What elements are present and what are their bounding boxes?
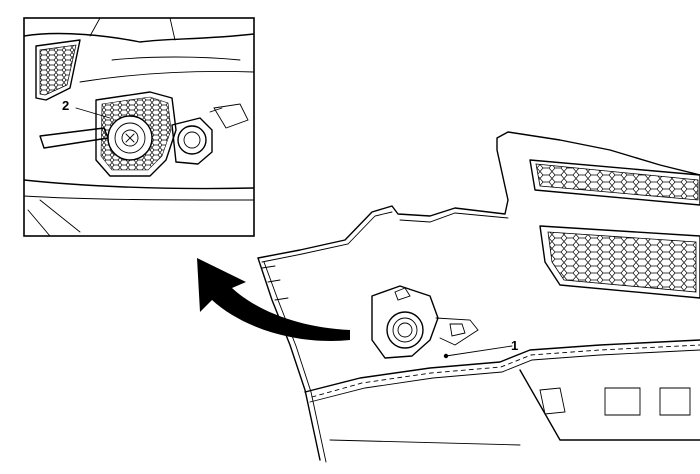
- curved-arrow: [197, 258, 350, 341]
- detail-inset: 2: [23, 17, 255, 237]
- callout-1: 1: [443, 338, 518, 359]
- fog-lamp-bezel-detail: [95, 91, 177, 177]
- callout-label-1: 1: [511, 338, 518, 353]
- fog-lamp-ring: [171, 103, 249, 165]
- front-bumper-fascia: [257, 131, 700, 463]
- callout-label-2: 2: [62, 98, 69, 113]
- lower-grille: [539, 225, 700, 299]
- upper-grille: [529, 159, 700, 206]
- fog-lamp-bezel-main: [371, 285, 479, 359]
